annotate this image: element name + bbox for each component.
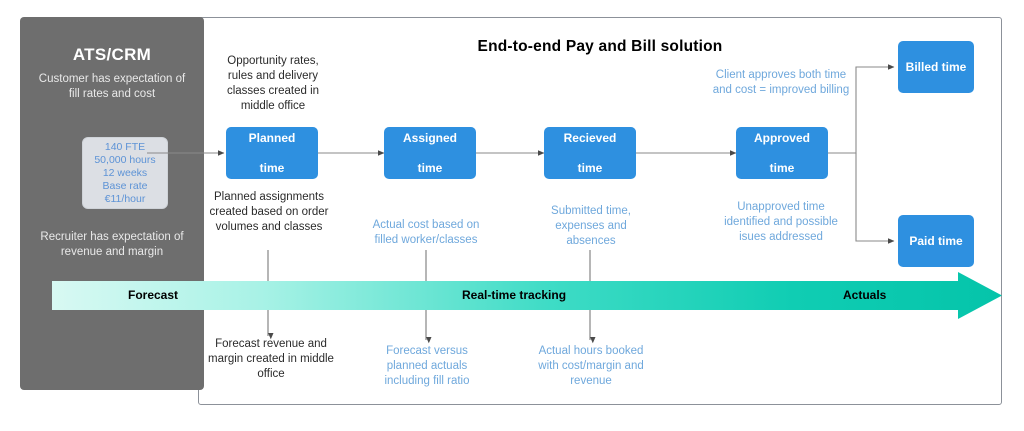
ats-crm-subtitle: Customer has expectation of fill rates a… bbox=[38, 73, 186, 100]
metrics-box: 140 FTE 50,000 hours 12 weeks Base rate … bbox=[82, 137, 168, 209]
ats-crm-footer: Recruiter has expectation of revenue and… bbox=[40, 231, 184, 258]
process-box-billed-time[interactable]: Billed time bbox=[898, 41, 974, 93]
metric-base-rate: Base rate bbox=[102, 179, 148, 192]
annotation-unapproved-time: Unapproved time identified and possible … bbox=[724, 201, 838, 243]
paid-time-label: Paid time bbox=[909, 233, 963, 248]
metric-hours: 50,000 hours bbox=[94, 153, 156, 166]
annotation-actual-cost: Actual cost based on filled worker/class… bbox=[372, 219, 480, 246]
timeline-arrow bbox=[52, 272, 1002, 319]
timeline-label-actuals: Actuals bbox=[843, 288, 887, 302]
annotation-client-approves: Client approves both time and cost = imp… bbox=[712, 69, 850, 96]
metric-weeks: 12 weeks bbox=[102, 166, 148, 179]
annotation-opportunity-rates: Opportunity rates, rules and delivery cl… bbox=[226, 55, 320, 112]
annotation-forecast-versus: Forecast versus planned actuals includin… bbox=[384, 345, 470, 387]
annotation-actual-hours: Actual hours booked with cost/margin and… bbox=[538, 345, 644, 387]
process-box-paid-time[interactable]: Paid time bbox=[898, 215, 974, 267]
main-flow-frame bbox=[198, 17, 1002, 405]
annotation-submitted-time: Submitted time, expenses and absences bbox=[551, 205, 631, 247]
billed-time-label: Billed time bbox=[905, 59, 967, 74]
metric-hourly-rate: €11/hour bbox=[104, 192, 146, 205]
timeline-label-forecast: Forecast bbox=[128, 288, 179, 302]
annotation-forecast-revenue: Forecast revenue and margin created in m… bbox=[208, 338, 334, 380]
ats-crm-panel: ATS/CRM Customer has expectation of fill… bbox=[20, 17, 204, 390]
diagram-title: End-to-end Pay and Bill solution bbox=[477, 38, 723, 55]
metric-fte: 140 FTE bbox=[104, 140, 146, 153]
timeline-label-real-time-tracking: Real-time tracking bbox=[462, 288, 567, 302]
ats-crm-title: ATS/CRM bbox=[72, 45, 152, 64]
annotation-planned-assignments: Planned assignments created based on ord… bbox=[209, 191, 329, 233]
